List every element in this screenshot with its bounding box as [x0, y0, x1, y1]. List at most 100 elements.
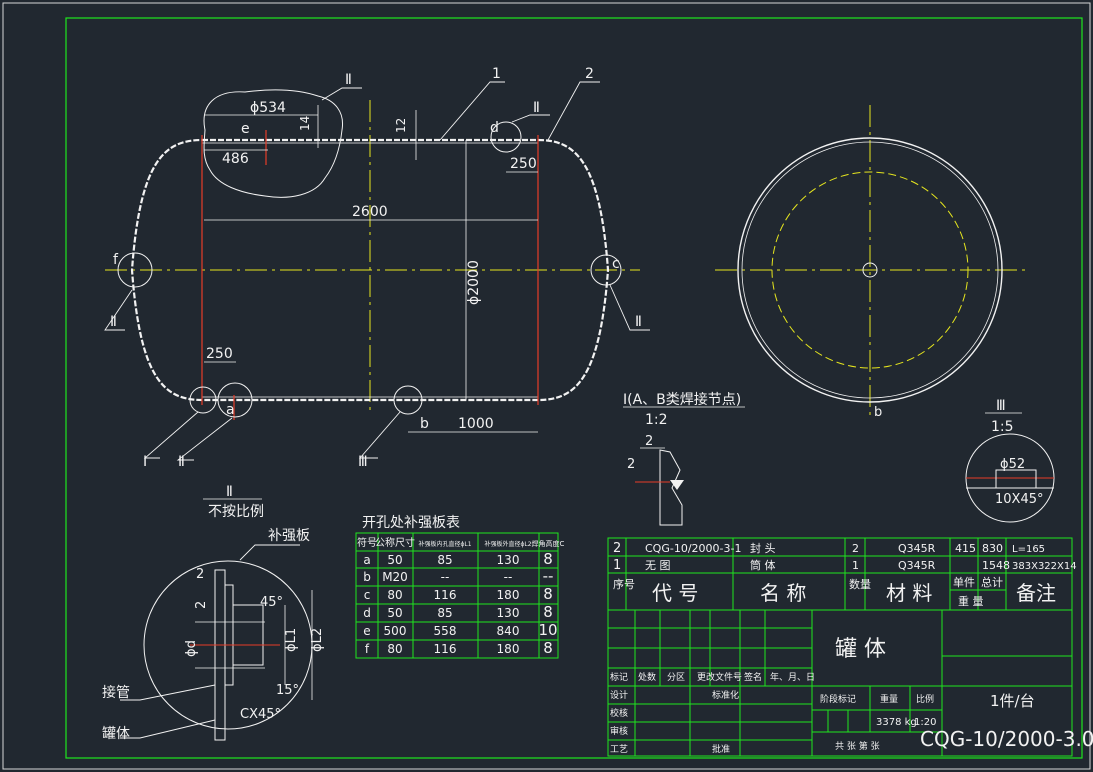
dim-c: c	[612, 256, 620, 272]
rein-cell-5-3: 180	[497, 642, 520, 656]
detail-II: Ⅱ 不按比例 补强板 接管 罐体 2 2 45° 15° CX45° ϕd ϕL…	[102, 484, 325, 742]
detail-II-title: Ⅱ	[226, 484, 233, 500]
drawing-frame	[65, 17, 1083, 759]
bom-cell-0-1: CQG-10/2000-3-1	[645, 542, 741, 555]
detail-II-label-nozzle: 接管	[102, 684, 130, 701]
bom-h-weight: 重 量	[958, 594, 984, 608]
rein-cell-4-4: 10	[538, 621, 557, 639]
rein-cell-3-2: 85	[437, 606, 452, 620]
drawing-title: 罐 体	[835, 637, 886, 662]
rein-cell-4-2: 558	[434, 624, 457, 638]
leader-part-1: 1	[492, 66, 501, 82]
rein-cell-5-2: 116	[434, 642, 457, 656]
detail-II-angle15: 15°	[276, 683, 299, 698]
bom-cell-1-6: 1548	[982, 559, 1010, 572]
bom-cell-1-0: 1	[613, 558, 621, 573]
tb-sheets: 共 张 第 张	[835, 740, 880, 752]
rein-th-1: 公称尺寸	[375, 536, 415, 549]
detail-II-blob	[203, 89, 344, 198]
bom-cell-1-2: 筒 体	[750, 558, 776, 572]
rein-cell-0-2: 85	[437, 553, 452, 567]
rein-cell-0-3: 130	[497, 553, 520, 567]
leader-I-bottom: Ⅰ	[143, 454, 147, 470]
detail-II-dim-2a: 2	[196, 567, 204, 582]
detail-II-dim-2b: 2	[194, 601, 209, 609]
tb-left-label-0: 设计	[610, 689, 628, 701]
bom-cell-1-7: 383X322X14	[1012, 561, 1077, 572]
tb-row-label-4: 签名	[744, 671, 762, 683]
tb-row-label-5: 年、月、日	[770, 671, 815, 683]
bom-h-name: 名 称	[760, 581, 806, 605]
rein-cell-3-0: d	[363, 606, 371, 620]
tb-qty: 1件/台	[990, 692, 1035, 710]
detail-III-chamfer: 10X45°	[995, 492, 1044, 507]
rein-table-title: 开孔处补强板表	[362, 515, 460, 531]
detail-III: Ⅲ 1:5 ϕ52 10X45°	[965, 398, 1055, 523]
nozzle-c	[590, 254, 622, 286]
leader-II-bottom: Ⅱ	[178, 454, 185, 470]
nozzle-d	[490, 121, 522, 153]
detail-I-scale: 1:2	[645, 412, 668, 428]
detail-I-dim-b: 2	[627, 457, 635, 472]
rein-cell-1-0: b	[363, 570, 371, 584]
dim-e: e	[241, 121, 250, 137]
rein-cell-2-1: 80	[387, 588, 402, 602]
tb-row-label-3: 更改文件号	[697, 671, 742, 683]
rein-th-2: 补强板内孔直径ϕL1	[418, 540, 471, 548]
rein-cell-4-1: 500	[384, 624, 407, 638]
main-view: ϕ534 e 14 486 12 d 250 2600 ϕ2000 250 b …	[104, 66, 650, 470]
rein-cell-3-1: 50	[387, 606, 402, 620]
tb-scale-value: 1:20	[914, 717, 936, 728]
detail-II-subtitle: 不按比例	[208, 504, 264, 520]
weld-node-I	[189, 386, 217, 414]
tb-scale-label: 比例	[916, 693, 934, 705]
rein-cell-1-4: --	[543, 567, 554, 585]
detail-I-dim-a: 2	[645, 434, 653, 449]
tb-row-label-0: 标记	[610, 671, 628, 683]
detail-II-phi-l2: ϕL2	[310, 628, 325, 652]
bom-cell-0-7: L=165	[1012, 544, 1045, 555]
dim-250-top: 250	[510, 156, 537, 172]
bom-cell-0-5: 415	[955, 542, 976, 555]
bom-h-material: 材 料	[886, 581, 932, 605]
leader-II-f: Ⅱ	[110, 314, 117, 330]
leader-II-d: Ⅱ	[533, 100, 540, 116]
dim-12: 12	[394, 118, 408, 133]
detail-II-chamfer: CX45°	[240, 707, 281, 722]
tb-weight-label: 重量	[880, 693, 898, 705]
drawing-number: CQG-10/2000-3.0	[920, 727, 1093, 751]
detail-I-title: Ⅰ(A、B类焊接节点)	[623, 391, 741, 408]
rein-cell-2-0: c	[364, 588, 371, 602]
rein-cell-1-3: --	[504, 570, 513, 584]
dim-1000: 1000	[458, 416, 494, 432]
leader-II-c: Ⅱ	[635, 314, 642, 330]
dim-a: a	[226, 402, 235, 418]
bom-cell-0-4: Q345R	[898, 542, 936, 555]
detail-II-phi-d: ϕd	[184, 640, 199, 657]
tb-row-label-2: 分区	[667, 672, 685, 683]
bom-h-remark: 备注	[1016, 581, 1056, 605]
side-b-label: b	[874, 405, 882, 420]
bom-cell-0-0: 2	[613, 541, 621, 556]
bom-cell-0-3: 2	[852, 542, 859, 555]
rein-cell-2-2: 116	[434, 588, 457, 602]
rein-table: 开孔处补强板表 符号 公称尺寸 补强板内孔直径ϕL1 补强板外直径ϕL2 焊角高…	[355, 515, 565, 659]
rein-cell-0-0: a	[363, 553, 370, 567]
detail-III-d52: ϕ52	[1000, 457, 1025, 472]
bom-h-qty: 数量	[849, 578, 871, 591]
leader-II-top: Ⅱ	[345, 72, 352, 88]
rein-cell-4-3: 840	[497, 624, 520, 638]
rein-cell-5-4: 8	[543, 639, 553, 657]
leader-III-bottom: Ⅲ	[358, 454, 368, 470]
bom-h-total-weight: 总计	[981, 575, 1003, 589]
bom-cell-1-3: 1	[852, 559, 859, 572]
rein-th-0: 符号	[357, 536, 377, 549]
rein-cell-0-1: 50	[387, 553, 402, 567]
rein-cell-0-4: 8	[543, 550, 553, 568]
dim-14: 14	[298, 116, 312, 131]
